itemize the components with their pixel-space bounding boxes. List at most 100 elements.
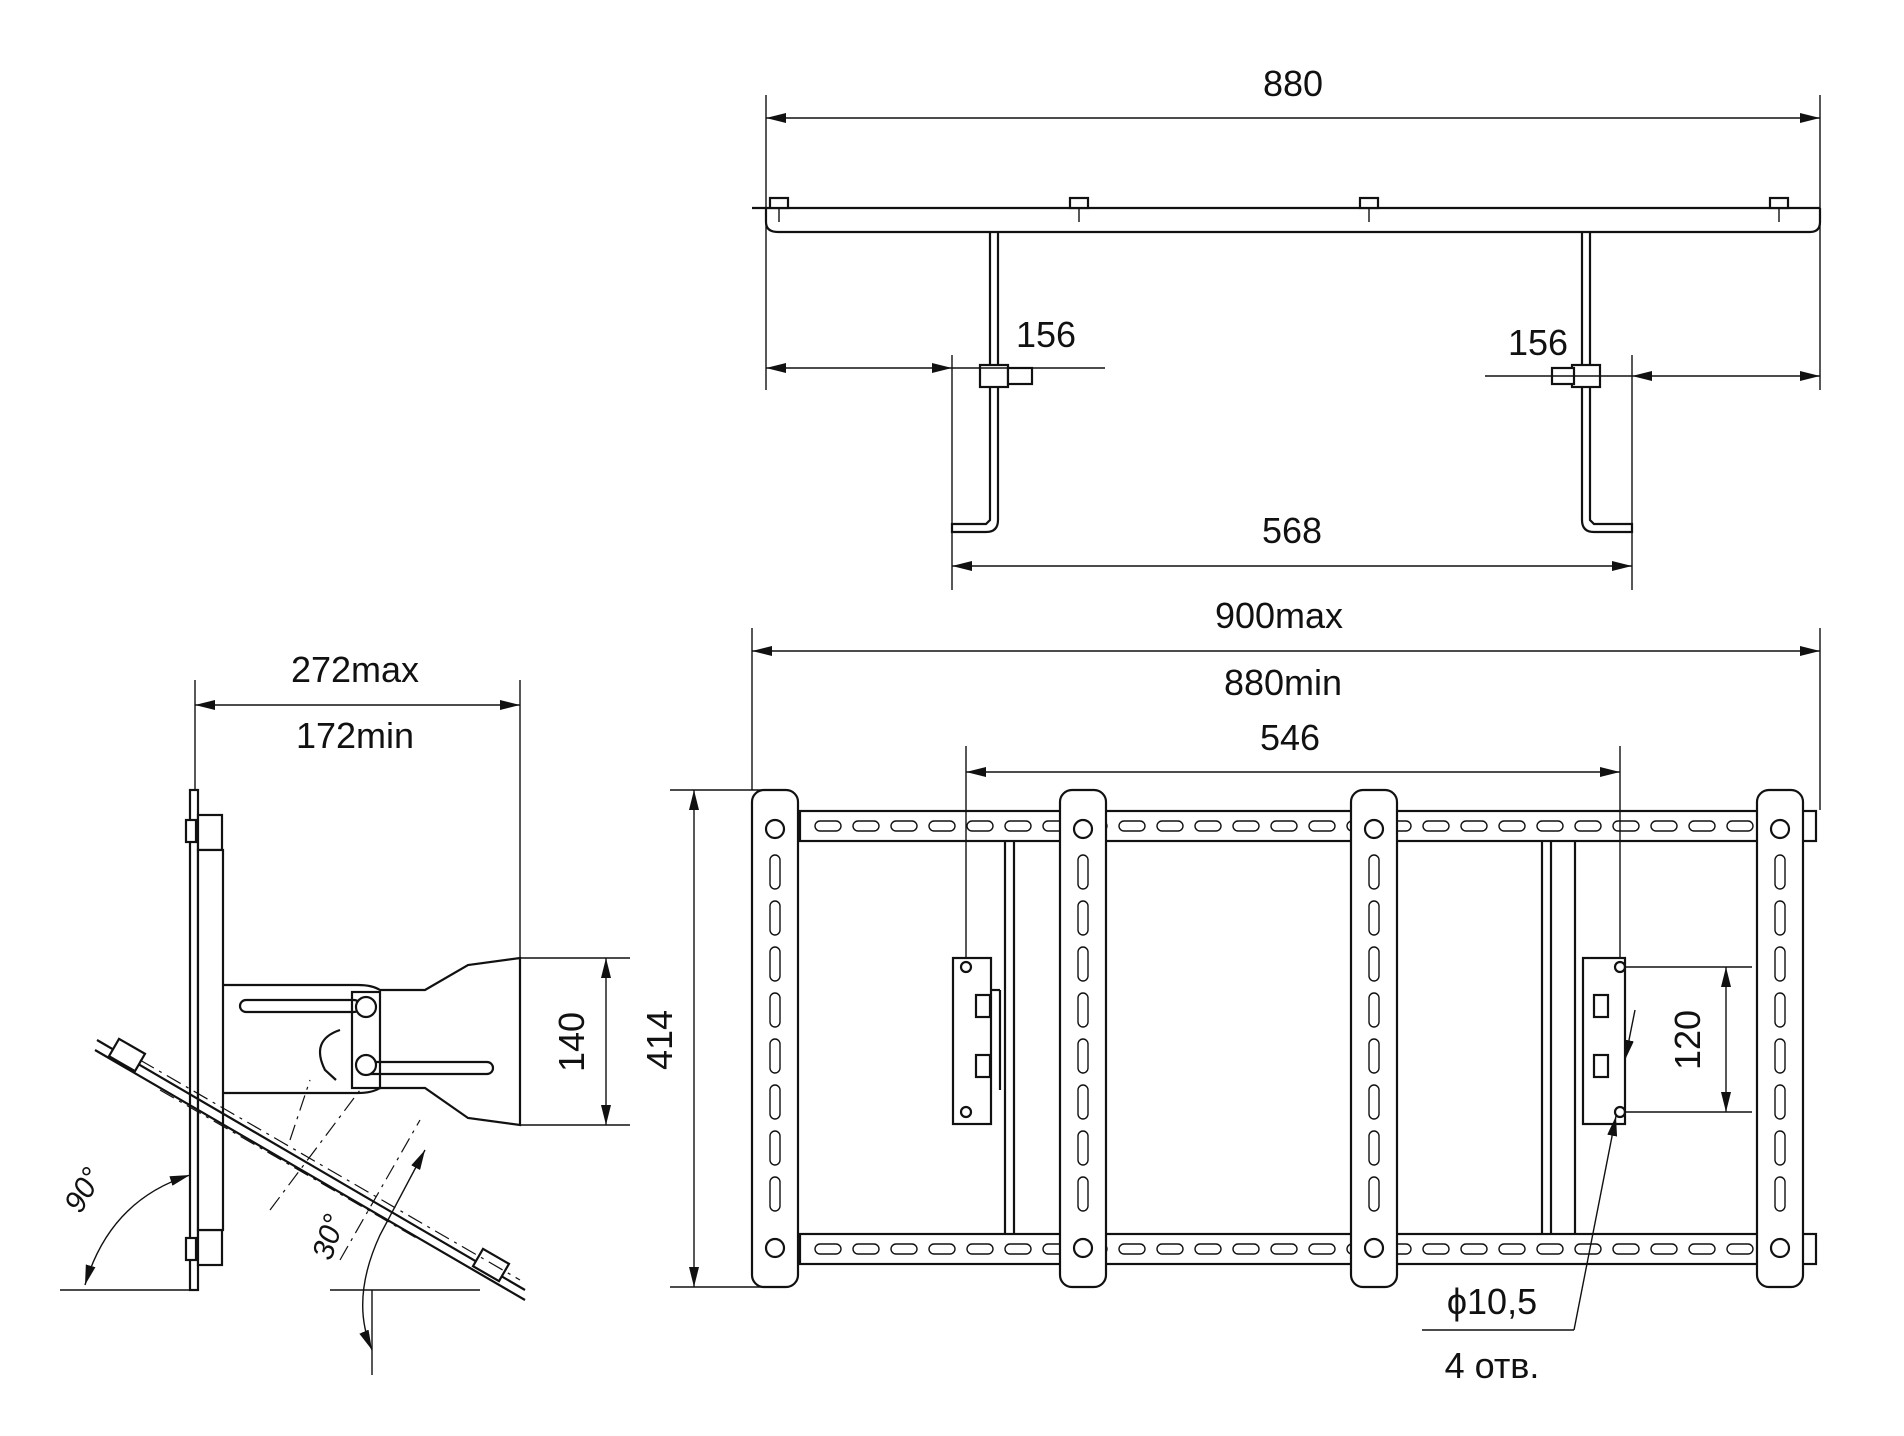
rail-slot xyxy=(852,820,880,832)
strip-slot xyxy=(1774,1176,1786,1212)
rail-slot xyxy=(890,1243,918,1255)
strip-slot xyxy=(1774,1038,1786,1074)
side-view: 272max 172min 1 xyxy=(58,649,630,1375)
rail-slot xyxy=(1726,1243,1754,1255)
rail-slot xyxy=(852,1243,880,1255)
dim-angle-wall: 90° xyxy=(58,1162,109,1218)
strip-slot xyxy=(769,854,781,890)
rail-slot xyxy=(1422,820,1450,832)
dim-height: 414 xyxy=(639,1010,680,1070)
strip-slot xyxy=(1077,1176,1089,1212)
rail-slot xyxy=(1194,1243,1222,1255)
strip-bolt xyxy=(1363,818,1385,840)
tilted-panel xyxy=(94,1037,526,1301)
rail-slot xyxy=(1270,820,1298,832)
dim-top-width: 880 xyxy=(1263,63,1323,104)
strip-slot xyxy=(769,992,781,1028)
rail-slot xyxy=(1308,1243,1336,1255)
strip-slot xyxy=(1774,1084,1786,1120)
strip-slot xyxy=(1774,992,1786,1028)
rail-slot xyxy=(966,820,994,832)
strip-slot xyxy=(1774,900,1786,936)
dim-front-min: 880min xyxy=(1224,662,1342,703)
rail-slot xyxy=(1460,820,1488,832)
strip-slot xyxy=(1077,854,1089,890)
rail-slot xyxy=(1498,820,1526,832)
rail-slot xyxy=(966,1243,994,1255)
strip-bolt xyxy=(1769,1237,1791,1259)
rail-slot xyxy=(1004,820,1032,832)
rail-slot xyxy=(1650,820,1678,832)
dim-depth-max: 272max xyxy=(291,649,419,690)
wall-plate-right xyxy=(1581,956,1627,1126)
strip-bolt xyxy=(1363,1237,1385,1259)
rail-slot xyxy=(1422,1243,1450,1255)
vertical-strips xyxy=(750,788,1805,1289)
rail-slot xyxy=(1270,1243,1298,1255)
strip-slot xyxy=(769,1176,781,1212)
strip-bolt xyxy=(1769,818,1791,840)
rail-slot xyxy=(1726,820,1754,832)
dim-angle-tilt: 30° xyxy=(306,1210,351,1263)
rail-slot xyxy=(1118,820,1146,832)
rail-slot xyxy=(1612,1243,1640,1255)
rail-slot xyxy=(928,820,956,832)
dim-span: 568 xyxy=(1262,510,1322,551)
rail-slot xyxy=(1536,1243,1564,1255)
dim-right-offset: 156 xyxy=(1508,322,1568,363)
dim-hole-count: 4 отв. xyxy=(1445,1345,1540,1386)
strip-slot xyxy=(1077,1084,1089,1120)
rail-slot xyxy=(1308,820,1336,832)
strip-slot xyxy=(1077,1038,1089,1074)
strip-slot xyxy=(1368,1084,1380,1120)
rail-slot xyxy=(1688,820,1716,832)
wall-plate-left xyxy=(951,956,1002,1126)
front-view: 900max 880min 546 414 xyxy=(639,595,1821,1386)
top-view: 880 156 156 xyxy=(752,63,1822,590)
strip-slot xyxy=(769,1130,781,1166)
strip-slot xyxy=(1774,1130,1786,1166)
dim-depth-min: 172min xyxy=(296,715,414,756)
rail-slot xyxy=(890,820,918,832)
rail-slot xyxy=(1232,1243,1260,1255)
dim-hole-span: 546 xyxy=(1260,717,1320,758)
rail-slot xyxy=(1460,1243,1488,1255)
rail-slot xyxy=(1232,820,1260,832)
dim-clamp: 140 xyxy=(551,1012,592,1072)
rail-slot xyxy=(1004,1243,1032,1255)
strip-slot xyxy=(1368,992,1380,1028)
strip-slot xyxy=(1774,946,1786,982)
strip-slot xyxy=(1368,900,1380,936)
dim-hole-pitch: 120 xyxy=(1667,1010,1708,1070)
strip-bolt xyxy=(1072,818,1094,840)
rail-slot xyxy=(1498,1243,1526,1255)
rail-slot xyxy=(1156,1243,1184,1255)
dim-hole-diameter: ϕ10,5 xyxy=(1447,1281,1537,1322)
strip-slot xyxy=(769,946,781,982)
strip-slot xyxy=(1368,854,1380,890)
strip-slot xyxy=(1774,854,1786,890)
strip-slot xyxy=(1368,1130,1380,1166)
strip-slot xyxy=(769,1038,781,1074)
rail-slot xyxy=(928,1243,956,1255)
strip-bolt xyxy=(764,1237,786,1259)
rail-slot xyxy=(1650,1243,1678,1255)
strip-slot xyxy=(1368,1176,1380,1212)
rail-slot xyxy=(1612,820,1640,832)
rail-slot xyxy=(1156,820,1184,832)
rail-slot xyxy=(814,1243,842,1255)
strip-bolt xyxy=(1072,1237,1094,1259)
rail-slot xyxy=(1688,1243,1716,1255)
rail-slot xyxy=(1574,820,1602,832)
strip-slot xyxy=(1077,900,1089,936)
rail-slots xyxy=(814,820,1792,1255)
rail-slot xyxy=(1194,820,1222,832)
rail-slot xyxy=(1536,820,1564,832)
dim-left-offset: 156 xyxy=(1016,314,1076,355)
strip-slot xyxy=(1368,946,1380,982)
rail-slot xyxy=(1118,1243,1146,1255)
strip-slot xyxy=(769,900,781,936)
strip-slot xyxy=(1077,1130,1089,1166)
rail-slot xyxy=(1574,1243,1602,1255)
